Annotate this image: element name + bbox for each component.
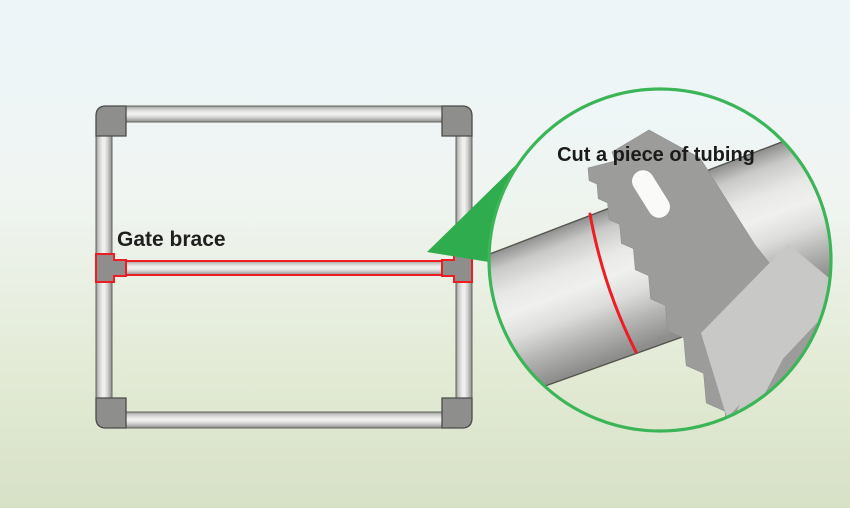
inset-caption-label: Cut a piece of tubing: [557, 144, 755, 166]
cut-mark-line: [588, 212, 638, 354]
frame-tube-top: [121, 105, 447, 123]
corner-elbow-top-left: [95, 105, 127, 137]
frame-tube-bottom: [121, 411, 447, 429]
gate-brace-tube: [125, 260, 443, 276]
corner-elbow-top-right: [441, 105, 473, 137]
gate-brace-highlight: [95, 253, 473, 283]
gate-brace-label: Gate brace: [117, 228, 226, 251]
callout-ring: [487, 87, 833, 433]
corner-elbow-bottom-right: [441, 397, 473, 429]
tee-fitting-left: [95, 253, 127, 283]
zoom-callout: Cut a piece of tubing: [487, 87, 833, 433]
callout-pointer: [427, 163, 518, 262]
saw-blade-hole: [632, 170, 670, 218]
saw-blade-highlight-1: [701, 244, 830, 418]
saw-blade-highlight-2: [737, 305, 807, 419]
corner-elbow-bottom-left: [95, 397, 127, 429]
